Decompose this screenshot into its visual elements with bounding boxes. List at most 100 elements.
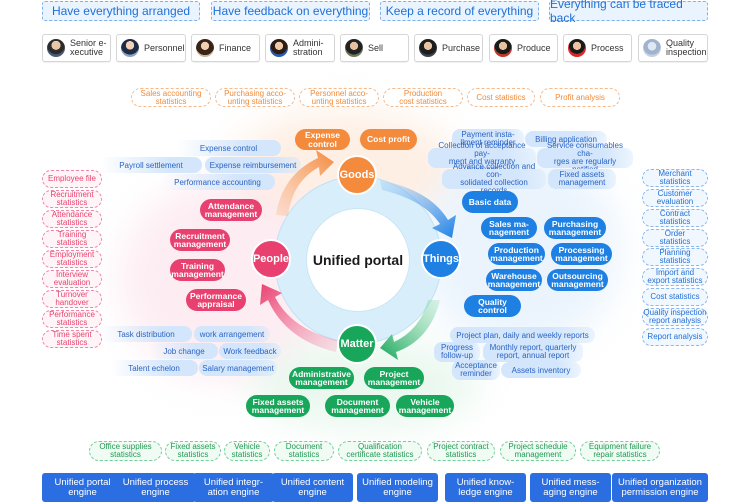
slogan-record: Keep a record of everything — [380, 1, 539, 21]
unified-portal-core[interactable]: Unified portal — [306, 208, 410, 312]
people-module-training[interactable]: Training management — [170, 259, 225, 281]
engine-portal[interactable]: Unified portal engine — [42, 473, 123, 502]
things-module-sales[interactable]: Sales ma- nagement — [481, 217, 537, 239]
things-module-warehouse[interactable]: Warehouse management — [486, 269, 542, 291]
people-module-attendance[interactable]: Attendance management — [200, 199, 262, 221]
matter-module-administrative[interactable]: Administrative management — [289, 367, 354, 389]
people-module-performance[interactable]: Performance appraisal — [186, 289, 246, 311]
people-module-recruitment[interactable]: Recruitment management — [170, 229, 230, 251]
matter-stat-qualification: Qualification certificate statistics — [338, 441, 422, 461]
role-produce[interactable]: Produce — [489, 34, 558, 62]
people-stat-turnover: Turnover handover — [42, 290, 102, 308]
goods-module-cost-profit[interactable]: Cost profit — [360, 129, 417, 150]
slogan-feedback: Have feedback on everything — [211, 1, 370, 21]
things-module-outsourcing[interactable]: Outsourcing management — [547, 269, 608, 291]
role-administration[interactable]: Admini- stration — [265, 34, 335, 62]
engine-integration[interactable]: Unified integr- ation engine — [193, 473, 274, 502]
goods-info-expense-control: Expense control — [176, 140, 281, 156]
role-process[interactable]: Process — [563, 34, 632, 62]
role-label: Finance — [219, 42, 252, 53]
node-matter[interactable]: Matter — [337, 324, 377, 364]
things-info-payment-installment: Payment insta- llment reminder — [452, 129, 524, 149]
role-finance[interactable]: Finance — [191, 34, 260, 62]
goods-module-expense-control[interactable]: Expense control — [295, 129, 350, 150]
goods-stat-purchasing-accounting: Purchasing acco- unting statistics — [215, 88, 295, 107]
avatar-quality-inspection-icon — [643, 39, 661, 57]
role-label: Sell — [368, 42, 384, 53]
role-purchase[interactable]: Purchase — [414, 34, 483, 62]
role-label: Purchase — [442, 42, 481, 53]
avatar-purchase-icon — [419, 39, 437, 57]
avatar-sell-icon — [345, 39, 363, 57]
engine-organization-permission[interactable]: Unified organization permission engine — [612, 473, 708, 502]
things-stat-quality-inspection: Quality inspection report analysis — [642, 308, 708, 326]
people-stat-performance: Performance statistics — [42, 310, 102, 328]
people-info-talent-echelon: Talent echelon — [110, 360, 198, 376]
node-goods[interactable]: Goods — [337, 155, 377, 195]
unified-portal-title: Unified portal — [312, 252, 404, 268]
matter-stat-project-contract: Project contract statistics — [427, 441, 495, 461]
people-info-job-change: Job change — [150, 343, 218, 359]
slogan-arranged: Have everything arranged — [42, 1, 200, 21]
matter-module-document[interactable]: Document management — [325, 395, 390, 417]
engine-content[interactable]: Unified content engine — [272, 473, 353, 502]
things-module-production[interactable]: Production management — [488, 243, 545, 265]
things-module-basic-data[interactable]: Basic data — [462, 191, 518, 213]
matter-module-vehicle[interactable]: Vehicle management — [396, 395, 454, 417]
goods-stat-profit-analysis: Profit analysis — [540, 88, 620, 107]
things-module-processing[interactable]: Processing management — [551, 243, 612, 265]
things-stat-merchant: Merchant statistics — [642, 169, 708, 187]
people-stat-employment: Employment statistics — [42, 250, 102, 268]
role-senior-executive[interactable]: Senior e- xecutive — [42, 34, 111, 62]
things-module-quality-control[interactable]: Quality control — [464, 295, 521, 317]
matter-stat-vehicle: Vehicle statistics — [224, 441, 270, 461]
things-stat-cost: Cost statistics — [642, 288, 708, 306]
arrow-matter-to-people — [260, 284, 338, 352]
goods-info-performance-accounting: Performance accounting — [160, 174, 275, 190]
role-sell[interactable]: Sell — [340, 34, 409, 62]
role-personnel[interactable]: Personnel — [116, 34, 186, 62]
matter-stat-office-supplies: Office supplies statistics — [89, 441, 162, 461]
goods-stat-cost: Cost statistics — [467, 88, 535, 107]
matter-module-project[interactable]: Project management — [364, 367, 424, 389]
role-label: Personnel — [144, 42, 185, 53]
matter-info-assets-inventory: Assets inventory — [501, 362, 581, 378]
avatar-produce-icon — [494, 39, 512, 57]
role-label: Senior e- xecutive — [70, 38, 107, 57]
people-stat-employee-file: Employee file — [42, 170, 102, 188]
things-stat-customer-evaluation: Customer evaluation — [642, 189, 708, 207]
people-stat-time-spent: Time spent statistics — [42, 330, 102, 348]
things-info-fixed-assets: Fixed assets management — [548, 169, 616, 189]
matter-info-progress: Progress follow-up — [434, 342, 480, 362]
engine-process[interactable]: Unified process engine — [115, 473, 196, 502]
matter-info-project-plan: Project plan, daily and weekly reports — [450, 327, 595, 343]
matter-info-acceptance: Acceptance reminder — [452, 360, 500, 380]
things-module-purchasing[interactable]: Purchasing management — [544, 217, 606, 239]
things-stat-order: Order statistics — [642, 229, 708, 247]
role-label: Produce — [517, 42, 551, 53]
engine-knowledge[interactable]: Unified know- ledge engine — [445, 473, 526, 502]
people-info-salary-management: Salary management — [199, 360, 277, 376]
arrow-things-to-matter — [380, 300, 440, 360]
people-info-work-feedback: Work feedback — [219, 343, 281, 359]
role-label: Process — [591, 42, 624, 53]
people-info-task-distribution: Task distribution — [100, 326, 192, 342]
engine-modeling[interactable]: Unified modeling engine — [357, 473, 438, 502]
goods-info-payroll-settlement: Payroll settlement — [100, 157, 202, 173]
role-label: Quality inspection — [666, 38, 707, 57]
goods-stat-production-cost: Production cost statistics — [383, 88, 463, 107]
people-stat-attendance: Attendance statistics — [42, 210, 102, 228]
matter-info-monthly-report: Monthly report, quarterly report, annual… — [483, 342, 583, 362]
matter-module-fixed-assets[interactable]: Fixed assets management — [246, 395, 310, 417]
role-quality-inspection[interactable]: Quality inspection — [638, 34, 708, 62]
things-stat-import-export: Import and export statistics — [642, 268, 708, 286]
engine-messaging[interactable]: Unified mess- aging engine — [530, 473, 611, 502]
goods-info-expense-reimbursement: Expense reimbursement — [205, 157, 301, 173]
people-stat-recruitment: Recruitment statistics — [42, 190, 102, 208]
node-people[interactable]: People — [251, 239, 291, 279]
things-stat-report-analysis: Report analysis — [642, 328, 708, 346]
goods-stat-sales-accounting: Sales accounting statistics — [131, 88, 211, 107]
node-things[interactable]: Things — [421, 239, 461, 279]
avatar-process-icon — [568, 39, 586, 57]
